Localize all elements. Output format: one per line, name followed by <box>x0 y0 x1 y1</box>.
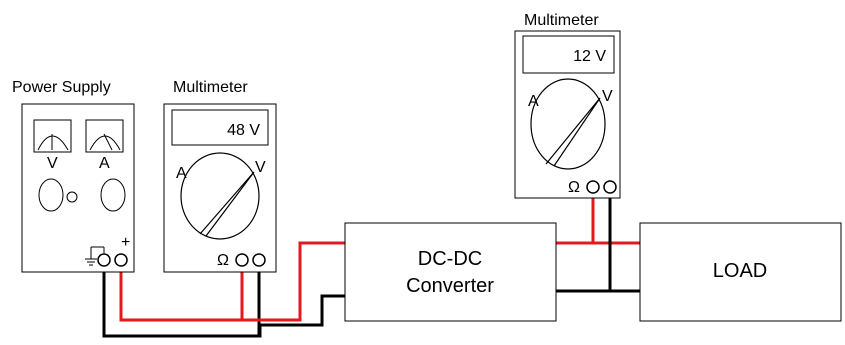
multimeter-left-terminal-2-icon <box>252 253 266 267</box>
multimeter-left: Multimeter 48 V A V Ω <box>163 79 277 273</box>
multimeter-right-reading: 12 V <box>573 48 606 65</box>
power-supply: Power Supply V A + <box>12 79 135 273</box>
dc-dc-converter: DC-DC Converter <box>344 222 557 322</box>
multimeter-right-title: Multimeter <box>524 12 599 29</box>
load: LOAD <box>639 222 842 322</box>
multimeter-right-terminal-1-icon <box>586 180 600 194</box>
plus-label: + <box>121 234 130 251</box>
negative-terminal-icon <box>97 253 111 267</box>
multimeter-left-dial-a: A <box>176 165 187 182</box>
multimeter-right-dial-icon <box>530 78 606 170</box>
ground-icon <box>85 246 105 266</box>
multimeter-left-dial-v: V <box>255 159 266 176</box>
negative-wire-input <box>102 266 345 338</box>
multimeter-left-title: Multimeter <box>173 79 248 96</box>
multimeter-right: Multimeter 12 V A V Ω <box>514 12 621 199</box>
converter-box <box>344 222 557 322</box>
converter-label-line1: DC-DC <box>418 248 482 270</box>
voltage-knob-icon <box>38 178 64 212</box>
positive-terminal-icon <box>114 253 128 267</box>
multimeter-right-dial-a: A <box>528 93 539 110</box>
voltmeter-label: V <box>47 155 58 172</box>
multimeter-left-ohm-label: Ω <box>217 252 229 269</box>
wiring <box>102 193 640 338</box>
multimeter-right-dial-v: V <box>602 88 613 105</box>
current-knob-icon <box>100 178 126 212</box>
multimeter-right-ohm-label: Ω <box>568 179 580 196</box>
multimeter-left-dial-icon <box>180 152 260 240</box>
ammeter-label: A <box>99 155 110 172</box>
indicator-light-icon <box>66 191 78 203</box>
multimeter-left-display <box>171 109 269 146</box>
multimeter-left-reading: 48 V <box>227 122 260 139</box>
power-supply-title: Power Supply <box>12 79 111 96</box>
load-label: LOAD <box>713 260 767 282</box>
multimeter-left-terminal-1-icon <box>235 253 249 267</box>
positive-wire-input <box>119 241 345 322</box>
load-box <box>639 222 842 322</box>
multimeter-right-terminal-2-icon <box>603 180 617 194</box>
multimeter-right-display <box>522 35 615 74</box>
ammeter-gauge-icon <box>85 119 124 153</box>
converter-label-line2: Converter <box>406 275 494 297</box>
